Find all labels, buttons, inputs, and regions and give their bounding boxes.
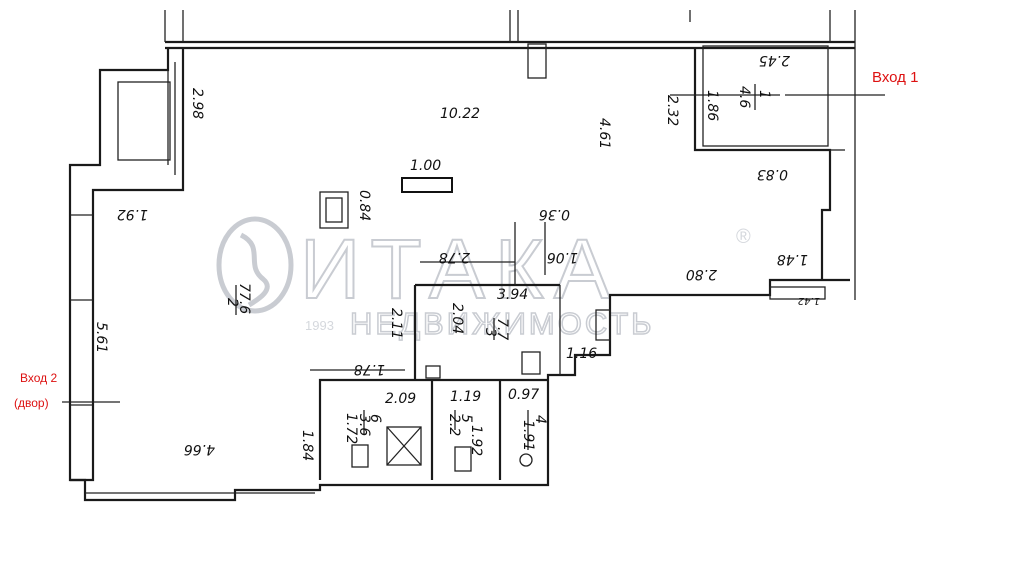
entrance-1-marker: Вход 1 [785, 69, 918, 96]
dim-1-00: 1.00 [410, 158, 441, 174]
dim-0-36: 0.36 [539, 206, 570, 222]
dim-1-16: 1.16 [566, 346, 597, 362]
dim-10-22: 10.22 [440, 106, 480, 122]
dimension-lines [310, 94, 780, 371]
dim-2-04: 2.04 [449, 303, 465, 334]
watermark-logo-icon [216, 216, 294, 314]
dim-1-19: 1.19 [450, 389, 481, 405]
dim-1-92b: 1.92 [468, 425, 484, 456]
dim-1-86: 1.86 [704, 90, 720, 121]
dimension-values: 10.22 4.61 1.00 0.84 2.98 1.92 2.45 1.86… [93, 52, 820, 461]
dim-1-92: 1.92 [117, 206, 148, 222]
dim-3-94: 3.94 [497, 287, 528, 303]
room-labels: 1 4.6 2 77.6 3 7.7 4 1.91 5 2.2 6 3.6 [224, 84, 772, 451]
watermark: ИТАКА ® 1993 НЕДВИЖИМОСТЬ [216, 216, 751, 342]
dim-1-48: 1.48 [777, 251, 808, 267]
dim-2-32: 2.32 [664, 95, 680, 126]
dim-1-84: 1.84 [299, 430, 315, 461]
room-1-label: 1 4.6 [736, 84, 772, 110]
room-3-area: 7.7 [494, 318, 510, 340]
room-4-area: 1.91 [520, 420, 536, 451]
room-1-area: 4.6 [736, 86, 752, 108]
dim-4-66: 4.66 [184, 441, 215, 457]
room-3-number: 3 [482, 328, 498, 337]
room-5-area: 2.2 [446, 414, 462, 436]
room-6-number: 6 [367, 414, 383, 423]
room-6-area: 3.6 [356, 414, 372, 436]
room-1-number: 1 [756, 90, 772, 99]
room-2-label: 2 77.6 [224, 283, 252, 315]
dim-5-61: 5.61 [93, 322, 109, 353]
dim-2-80: 2.80 [686, 266, 717, 282]
room-2-number: 2 [224, 298, 240, 307]
dim-1-72: 1.72 [343, 413, 359, 444]
watermark-year: 1993 [305, 318, 334, 333]
dim-1-78: 1.78 [354, 361, 385, 377]
room-4-label: 4 1.91 [520, 410, 548, 451]
entrance-1-label: Вход 1 [872, 69, 918, 86]
dim-2-78: 2.78 [439, 249, 470, 265]
watermark-tagline: НЕДВИЖИМОСТЬ [350, 306, 655, 341]
entrance-2-label-yard: (двор) [14, 396, 49, 410]
watermark-registered: ® [736, 226, 751, 248]
dim-1-42: 1.42 [798, 295, 820, 306]
room-4-number: 4 [532, 415, 548, 424]
room-3-label: 3 7.7 [482, 318, 510, 340]
watermark-brand: ИТАКА [300, 222, 620, 316]
walls [68, 10, 856, 502]
dim-2-45: 2.45 [759, 52, 790, 68]
room-5-label: 5 2.2 [446, 410, 474, 436]
dim-0-97: 0.97 [508, 387, 539, 403]
dim-1-06: 1.06 [547, 249, 578, 265]
dim-2-09: 2.09 [385, 391, 416, 407]
room-2-area: 77.6 [236, 283, 252, 314]
dim-4-61: 4.61 [596, 118, 612, 149]
entrance-2-label: Вход 2 [20, 371, 57, 385]
dim-0-84: 0.84 [356, 190, 372, 221]
entrance-2-marker: Вход 2 (двор) [14, 371, 120, 410]
dim-0-83: 0.83 [757, 166, 788, 182]
room-6-label: 6 3.6 [356, 410, 383, 436]
room-5-number: 5 [458, 414, 474, 423]
dim-2-11: 2.11 [388, 308, 404, 339]
dim-2-98: 2.98 [189, 88, 205, 119]
